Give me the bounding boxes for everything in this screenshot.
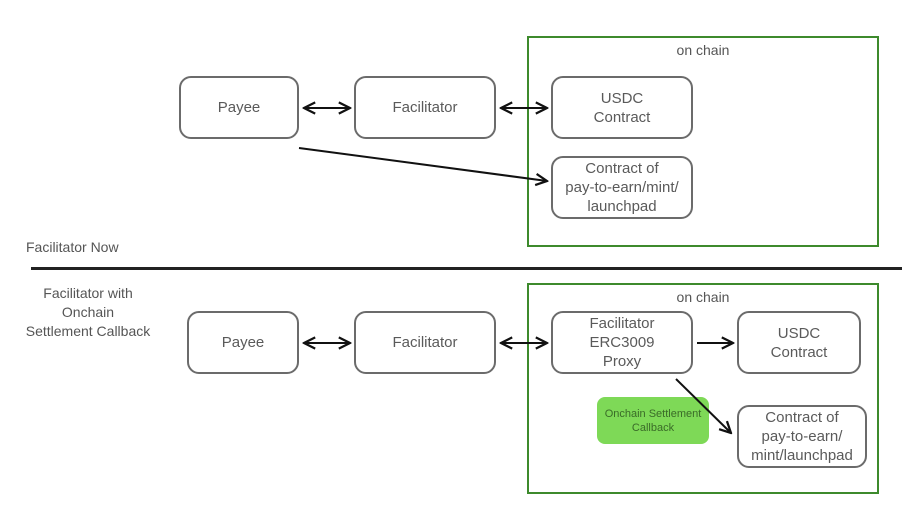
on-chain-zone-bottom: on chain: [527, 283, 879, 494]
onchain-settlement-callback-badge: Onchain Settlement Callback: [597, 397, 709, 444]
erc3009-proxy-node[interactable]: Facilitator ERC3009 Proxy: [551, 311, 693, 374]
payee-node-bottom[interactable]: Payee: [187, 311, 299, 374]
section-divider: [31, 267, 902, 270]
section-label-facilitator-now: Facilitator Now: [26, 239, 119, 255]
on-chain-label-bottom: on chain: [676, 289, 730, 305]
arrow-proxy-launchpad-bottom: [675, 378, 731, 433]
usdc-contract-node-bottom[interactable]: USDC Contract: [737, 311, 861, 374]
on-chain-label-top: on chain: [676, 42, 730, 58]
launchpad-contract-node-top[interactable]: Contract of pay-to-earn/mint/ launchpad: [551, 156, 693, 219]
payee-node-top[interactable]: Payee: [179, 76, 299, 139]
facilitator-node-bottom[interactable]: Facilitator: [354, 311, 496, 374]
on-chain-zone-top: on chain: [527, 36, 879, 247]
facilitator-node-top[interactable]: Facilitator: [354, 76, 496, 139]
usdc-contract-node-top[interactable]: USDC Contract: [551, 76, 693, 139]
launchpad-contract-node-bottom[interactable]: Contract of pay-to-earn/ mint/launchpad: [737, 405, 867, 468]
arrow-payee-launchpad-top: [298, 147, 547, 181]
section-label-with-callback: Facilitator with Onchain Settlement Call…: [25, 285, 151, 339]
